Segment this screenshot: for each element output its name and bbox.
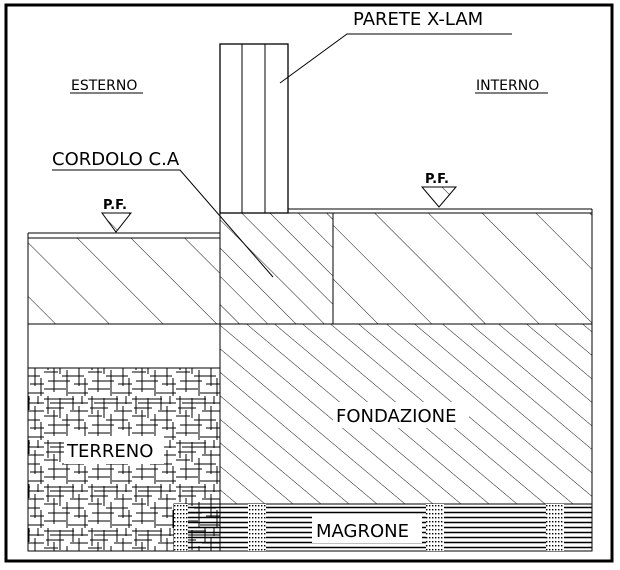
- drawing-frame: [4, 3, 614, 563]
- fondazione-label-bg: [333, 402, 469, 428]
- right-floor-layer: [332, 212, 593, 325]
- terreno-label: TERRENO: [66, 441, 153, 462]
- xlam-wall: [219, 43, 289, 214]
- cordolo-label: CORDOLO C.A: [52, 149, 180, 170]
- magrone-label: MAGRONE: [316, 521, 409, 542]
- cordolo-beam: [219, 212, 334, 325]
- left-gap-layer: [27, 323, 221, 369]
- pf-left-marker: [101, 212, 133, 233]
- terreno-label-bg: [64, 436, 164, 464]
- parete-label: PARETE X-LAM: [353, 9, 483, 30]
- interno-label: INTERNO: [476, 78, 539, 94]
- esterno-label: ESTERNO: [71, 78, 137, 94]
- fondazione-label: FONDAZIONE: [336, 406, 457, 427]
- parete-leader: [279, 33, 512, 84]
- pf-left-label: P.F.: [103, 198, 127, 213]
- pf-right-marker: [420, 186, 458, 208]
- cordolo-leader: [52, 169, 274, 278]
- magrone-label-bg: [312, 515, 422, 543]
- left-fill-layer: [27, 237, 221, 325]
- magrone-dot-columns: [174, 504, 564, 551]
- pf-right-label: P.F.: [425, 172, 449, 187]
